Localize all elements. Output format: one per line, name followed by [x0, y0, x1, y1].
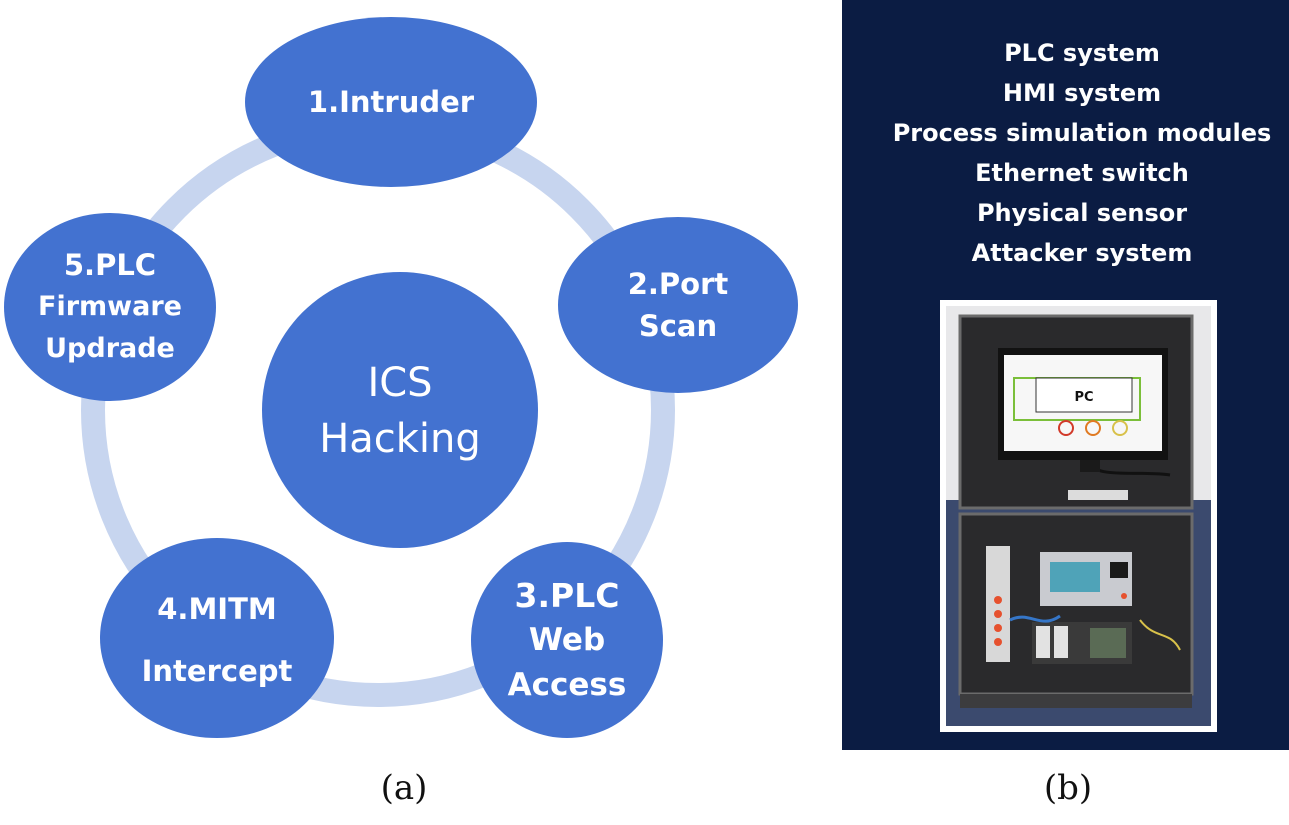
step-port-scan-line2: Scan [638, 309, 718, 343]
step-plc-web-access: 3.PLC Web Access [476, 570, 658, 710]
step-intruder: 1.Intruder [246, 60, 536, 144]
component-item: HMI system [1002, 79, 1162, 107]
node-plc-firmware-shape [4, 213, 216, 401]
node-mitm-intercept-shape [100, 538, 334, 738]
step-mitm-intercept-line2: Intercept [141, 654, 293, 688]
center-label: ICS Hacking [300, 355, 500, 467]
node-plc-web-access-shape [471, 542, 663, 738]
node-port-scan-shape [558, 217, 798, 393]
center-label-line2: Hacking [319, 416, 481, 462]
step-port-scan-line1: 2.Port [627, 267, 729, 301]
component-item: Ethernet switch [975, 159, 1189, 187]
caption-a: (a) [380, 768, 428, 808]
step-port-scan: 2.Port Scan [578, 240, 778, 370]
monitor-pc-label: PC [1074, 390, 1093, 405]
step-mitm-intercept-line1: 4.MITM [157, 592, 277, 626]
testbed-panel: PLC system HMI system Process simulation… [842, 0, 1289, 750]
step-plc-web-access-line3: Access [507, 666, 627, 703]
ics-hacking-cycle-diagram [4, 17, 798, 738]
step-plc-web-access-line2: Web [528, 621, 606, 658]
node-intruder-shape [245, 17, 537, 187]
step-mitm-intercept: 4.MITM Intercept [110, 575, 324, 705]
testbed-photo: PC [940, 300, 1217, 732]
center-circle [262, 272, 538, 548]
step-plc-firmware-line2: Firmware [38, 291, 182, 322]
step-intruder-line1: 1.Intruder [307, 85, 475, 119]
component-item: Process simulation modules [892, 119, 1272, 147]
component-list: PLC system HMI system Process simulation… [842, 33, 1289, 273]
component-item: PLC system [1004, 39, 1160, 67]
caption-b: (b) [1043, 768, 1093, 808]
step-plc-web-access-line1: 3.PLC [514, 575, 620, 615]
center-label-line1: ICS [367, 360, 433, 406]
step-plc-firmware: 5.PLC Firmware Updrade [12, 240, 208, 374]
step-plc-firmware-line3: Updrade [45, 333, 175, 364]
component-item: Attacker system [971, 239, 1193, 267]
component-item: Physical sensor [976, 199, 1188, 227]
step-plc-firmware-line1: 5.PLC [63, 248, 157, 282]
